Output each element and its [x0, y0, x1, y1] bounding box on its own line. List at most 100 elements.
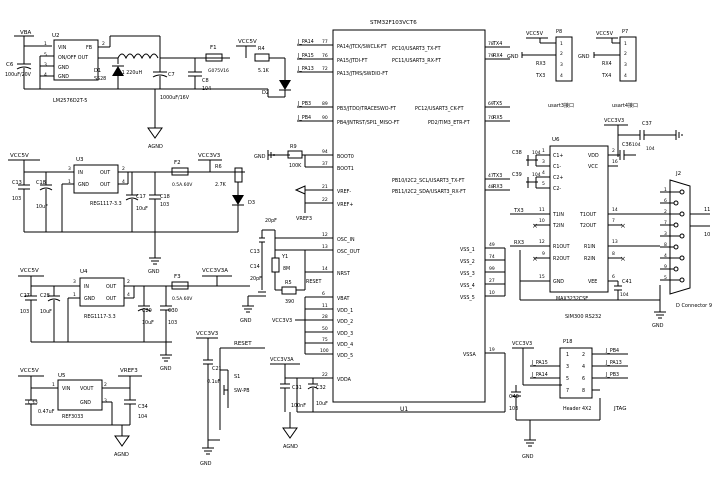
- fuse-f2: [171, 167, 189, 176]
- pin-pc12: PC12/USART3_CK-FT: [415, 106, 464, 112]
- c17-ref: C17: [136, 194, 146, 200]
- u2-pin-gnd1: GND: [58, 65, 69, 71]
- pin-vdd4: VDD_4: [337, 342, 353, 348]
- u2-pin-num-1: 1: [44, 41, 47, 47]
- c40-val: 103: [509, 406, 518, 412]
- led-d2: [279, 80, 291, 90]
- u2-pin-vin: VIN: [58, 45, 67, 51]
- crystal-y1: [271, 257, 280, 273]
- pin-num-12: 12: [322, 232, 328, 238]
- pin-num-99: 99: [489, 266, 495, 272]
- gnd-label-boot: GND: [254, 154, 266, 160]
- j2-ref: J2: [675, 171, 681, 177]
- pin-vss2: VSS_2: [460, 259, 475, 265]
- u6-pin-num-3: 3: [542, 159, 545, 165]
- p7-pin3: 3: [624, 62, 627, 68]
- u6-pin-c2m: C2-: [553, 186, 561, 192]
- u6-pin-t1out: T1OUT: [579, 212, 596, 218]
- r5-val: 390: [285, 299, 294, 305]
- u3-pin-out: OUT: [100, 170, 110, 176]
- p8-pin4: 4: [560, 73, 563, 79]
- u4-body: [79, 277, 125, 307]
- p7-pin2: 2: [624, 51, 627, 57]
- net-vref3-mcu: VREF3: [296, 216, 312, 222]
- c34-ref: C34: [138, 404, 148, 410]
- jtag-net-pb4: J_PB4: [605, 348, 619, 354]
- u6-pin-num-10: 10: [539, 218, 545, 224]
- c21-ref: C21: [212, 366, 222, 372]
- jtag-net-pa15: J_PA15: [531, 360, 548, 366]
- net-reset-mcu: RESET: [306, 279, 321, 285]
- c38-val: 104: [532, 150, 541, 156]
- p7-pin4: 4: [624, 73, 627, 79]
- j2-pin-circle: [673, 200, 679, 206]
- c18a-val: 10uF: [36, 204, 48, 210]
- jtag-net-pa14: J_PA14: [531, 372, 548, 378]
- p8-gnd: GND: [507, 54, 519, 60]
- u3-body: [73, 164, 119, 194]
- c7-ref: C7: [168, 72, 175, 78]
- resistor-r6: [234, 167, 243, 183]
- u6-pin-t2in: T2IN: [552, 223, 564, 229]
- pin-pa13: PA13/JTMS/SWDIO-FT: [337, 71, 388, 77]
- d3-ref: D3: [248, 200, 255, 206]
- pin-num-49: 49: [489, 242, 495, 248]
- u4-pin-num-4: 4: [127, 292, 130, 298]
- u4-ref: U4: [80, 269, 88, 275]
- u6-pin-t2out: T2OUT: [579, 223, 596, 229]
- c18b-val: 103: [160, 202, 169, 208]
- jtag-pin-4: 4: [582, 364, 585, 370]
- j2-pin-num: 2: [664, 209, 667, 215]
- c32-ref: C32: [316, 385, 326, 391]
- j2-pin-circle: [673, 222, 679, 228]
- jtag-pin-2: 2: [582, 352, 585, 358]
- u4-pin-out: OUT: [106, 284, 116, 290]
- u5-body: [57, 379, 103, 411]
- j2-pin-num: 5: [664, 275, 667, 281]
- u6-ref: U6: [552, 137, 560, 143]
- u2-pin-num-4: 4: [44, 72, 47, 78]
- gnd-label-u4: GND: [160, 366, 172, 372]
- c36-val: 104: [632, 142, 641, 148]
- pin-num-22a: 22: [322, 197, 328, 203]
- jtag-net-pb3: J_PB3: [605, 372, 619, 378]
- u2-pin-num-5: 5: [44, 52, 47, 58]
- u6-pin-num-8: 8: [612, 251, 615, 257]
- p7-net-tx: TX4: [601, 73, 611, 79]
- s1-ref: S1: [234, 374, 240, 380]
- r6-ref: R6: [215, 164, 222, 170]
- c41-val: 104: [620, 292, 629, 298]
- r6-val: 2.7K: [215, 182, 227, 188]
- pin-num-74: 74: [489, 254, 495, 260]
- j2-pin-circle: [679, 277, 685, 283]
- u6-pin-vcc: VCC: [588, 164, 599, 170]
- l1-label: L1 220uH: [119, 70, 142, 76]
- pin-num-70: 70: [488, 115, 494, 121]
- u6-pin-num-9: 9: [542, 251, 545, 257]
- u6-pin-gnd: GND: [553, 279, 564, 285]
- u6-pin-r2in: R2IN: [584, 256, 596, 262]
- jtag-pin-7: 7: [566, 388, 569, 394]
- u6-title: SIM300 RS232: [565, 314, 601, 320]
- fuse-f3: [171, 281, 189, 290]
- p7-pin1: 1: [624, 41, 627, 47]
- u4-pin-num-1: 1: [73, 292, 76, 298]
- pin-num-89: 89: [322, 101, 328, 107]
- u6-pin-c1p: C1+: [553, 153, 563, 159]
- c32-val: 10uF: [316, 401, 328, 407]
- osc-c1-val: 20pF: [265, 218, 277, 224]
- c17-val: 10uF: [136, 206, 148, 212]
- agnd-label-u5: AGND: [114, 452, 129, 458]
- c39-ref: C39: [512, 172, 522, 178]
- osc-section: 20pF C13 Y1 8M C14 20pF R5 390 GND: [240, 218, 306, 324]
- j2-pin-circle: [673, 244, 679, 250]
- p7-net-rx: RX4: [602, 61, 612, 67]
- jtag-pin-6: 6: [582, 376, 585, 382]
- mcu-header: STM32F103VCT6: [370, 20, 417, 26]
- net-vcc5v-out: VCC5V: [238, 39, 257, 45]
- u2-pin-fb: FB: [86, 45, 92, 51]
- pin-boot0: BOOT0: [337, 154, 354, 160]
- pin-num-22b: 22: [322, 372, 328, 378]
- u6-pin-num-11: 11: [539, 207, 545, 213]
- agnd-symbol-vref: [294, 185, 306, 195]
